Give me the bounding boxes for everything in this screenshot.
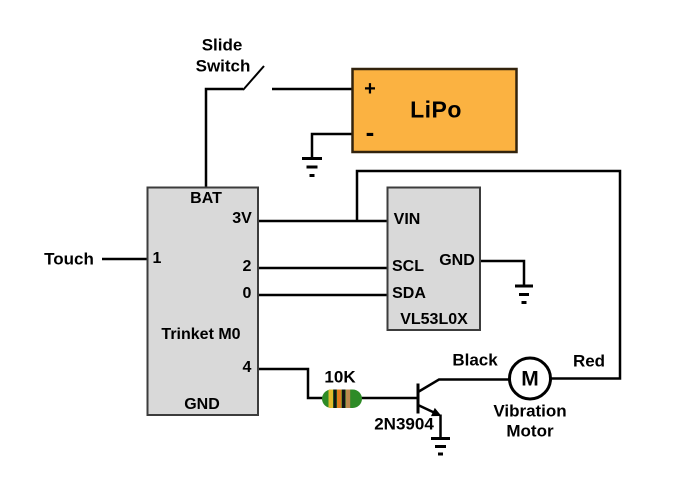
lipo-minus-terminal: - bbox=[365, 117, 375, 147]
red-wire-label: Red bbox=[572, 351, 606, 371]
sensor-pin-scl: SCL bbox=[392, 258, 424, 275]
lipo-battery-box bbox=[351, 67, 518, 154]
resistor-10k bbox=[322, 389, 362, 408]
trinket-pin-bat: BAT bbox=[190, 190, 222, 207]
transistor-emitter-wire bbox=[417, 403, 435, 414]
trinket-m0-box bbox=[146, 186, 259, 416]
wire-pin4-to-resistor bbox=[256, 367, 325, 400]
motor-name-line2: Motor bbox=[506, 421, 554, 441]
resistor-band-3 bbox=[337, 389, 342, 408]
lipo-name: LiPo bbox=[410, 96, 462, 123]
resistor-value-label: 10K bbox=[324, 367, 356, 387]
ground-symbol-lipo bbox=[302, 157, 322, 177]
wire-red-rail bbox=[355, 169, 622, 380]
lipo-plus-terminal: + bbox=[364, 78, 376, 100]
ground-symbol-sensor bbox=[515, 284, 533, 304]
trinket-name: Trinket M0 bbox=[161, 326, 241, 343]
trinket-pin-0: 0 bbox=[242, 285, 252, 302]
transistor-collector-wire bbox=[417, 378, 510, 394]
trinket-pin-4: 4 bbox=[242, 359, 252, 376]
trinket-pin-gnd: GND bbox=[184, 396, 220, 413]
emitter-arrowhead bbox=[431, 407, 442, 417]
resistor-band-2 bbox=[333, 389, 337, 408]
ground-symbol-transistor bbox=[431, 437, 450, 456]
transistor-part-label: 2N3904 bbox=[374, 414, 434, 434]
wire-switch-to-bat bbox=[204, 87, 243, 190]
black-wire-label: Black bbox=[452, 350, 498, 370]
sensor-name: VL53L0X bbox=[400, 311, 468, 328]
resistor-band-5 bbox=[345, 389, 351, 408]
motor-name-line1: Vibration bbox=[493, 401, 567, 421]
vl53l0x-box bbox=[386, 186, 481, 331]
sensor-pin-vin: VIN bbox=[393, 211, 421, 228]
motor-circle bbox=[508, 356, 552, 401]
transistor-2n3904 bbox=[416, 378, 510, 438]
trinket-pin-2: 2 bbox=[242, 258, 252, 275]
sensor-pin-sda: SDA bbox=[392, 285, 426, 302]
motor-letter: M bbox=[521, 367, 539, 391]
slide-switch-blade bbox=[242, 65, 265, 91]
trinket-pin-1: 1 bbox=[152, 250, 162, 267]
resistor-band-1 bbox=[328, 389, 333, 408]
slide-switch-label-line2: Switch bbox=[195, 56, 251, 76]
wire-sensor-gnd-to-ground bbox=[479, 259, 526, 285]
resistor-band-4 bbox=[342, 389, 346, 408]
touch-label: Touch bbox=[44, 249, 94, 269]
sensor-pin-gnd: GND bbox=[439, 252, 475, 269]
slide-switch-label-line1: Slide bbox=[201, 35, 243, 55]
trinket-pin-3v: 3V bbox=[232, 210, 252, 227]
wire-lipo-minus-to-ground bbox=[310, 132, 354, 158]
